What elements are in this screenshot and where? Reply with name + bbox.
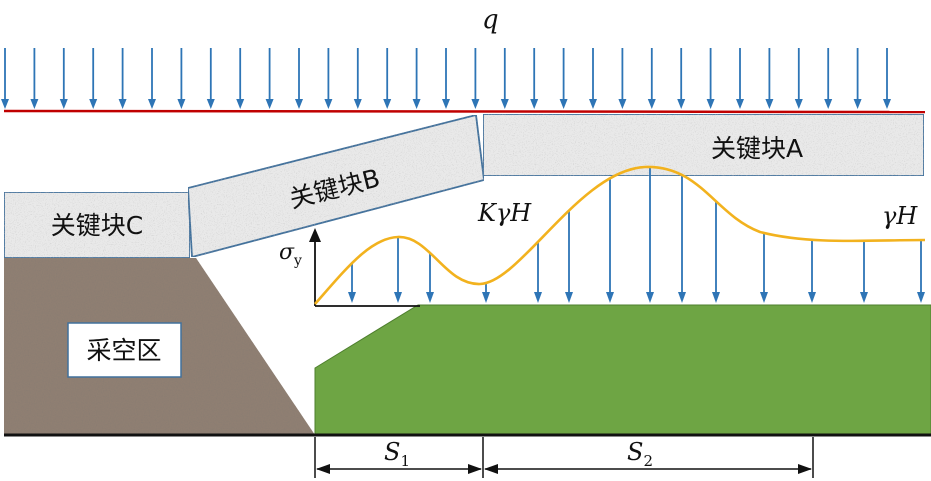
- load-arrow-head: [500, 99, 509, 109]
- peak-label-k: K: [477, 199, 498, 227]
- stress-axis-subscript: y: [293, 253, 302, 269]
- peak-label-gamma: γ: [496, 199, 511, 227]
- coal-seam: [314, 304, 931, 436]
- stress-arrow-head: [760, 292, 768, 303]
- key-block-c-label: 关键块C: [51, 211, 143, 240]
- load-arrow-head: [324, 99, 333, 109]
- load-arrow-head: [589, 99, 597, 109]
- dimension-arrowheads: [316, 464, 812, 474]
- load-arrow-head: [559, 99, 568, 109]
- load-arrow-head: [883, 99, 891, 109]
- load-arrow-head: [794, 99, 803, 109]
- load-arrow-head: [89, 99, 98, 109]
- load-arrow-head: [177, 99, 186, 109]
- s1-main: S: [384, 438, 400, 466]
- load-arrow-head: [30, 99, 39, 109]
- far-field-stress-label: γH: [882, 202, 918, 230]
- stress-arrow-head: [606, 292, 614, 303]
- key-block-a-label: 关键块A: [711, 134, 803, 163]
- load-arrow-head: [295, 99, 303, 109]
- far-label-h: H: [895, 202, 918, 230]
- stress-arrow-head: [860, 292, 868, 303]
- load-label: q: [482, 5, 499, 35]
- load-arrow-head: [442, 99, 450, 109]
- load-arrow-head: [118, 99, 127, 109]
- load-arrow-head: [647, 99, 656, 109]
- s2-sub: 2: [643, 452, 653, 470]
- s1-left-arrowhead: [316, 464, 330, 474]
- dimension-lines: [314, 437, 814, 478]
- load-arrow-head: [824, 99, 833, 109]
- load-arrow-head: [265, 99, 274, 109]
- stress-arrows: [348, 166, 925, 303]
- load-arrow-head: [383, 99, 392, 109]
- load-arrow-head: [618, 99, 627, 109]
- stress-arrow-head: [482, 292, 490, 303]
- s1-label: S1: [384, 438, 410, 470]
- load-arrow-head: [1, 99, 9, 109]
- stress-arrow-head: [646, 292, 654, 303]
- load-arrow-head: [236, 99, 245, 109]
- far-label-gamma: γ: [882, 202, 897, 230]
- peak-label-h: H: [509, 199, 532, 227]
- s2-main: S: [627, 438, 643, 466]
- stress-arrow-head: [808, 292, 816, 303]
- s1-right-arrowhead: [468, 464, 482, 474]
- key-block-b: [187, 113, 485, 259]
- stress-arrow-head: [712, 292, 720, 303]
- stress-arrow-head: [426, 292, 434, 303]
- load-arrow-head: [530, 99, 539, 109]
- load-arrow-head: [412, 99, 421, 109]
- stress-arrow-head: [348, 292, 356, 303]
- stress-arrow-head: [678, 292, 686, 303]
- s2-right-arrowhead: [798, 464, 812, 474]
- load-arrow-head: [471, 99, 480, 109]
- stress-arrow-head: [565, 292, 573, 303]
- load-arrow-head: [59, 99, 68, 109]
- load-arrow-head: [736, 99, 744, 109]
- key-block-a: [482, 113, 925, 177]
- load-reference-line: [3, 109, 926, 114]
- goaf-label-box: [67, 322, 182, 378]
- load-arrow-head: [853, 99, 862, 109]
- load-arrow-head: [765, 99, 774, 109]
- load-arrow-head: [677, 99, 686, 109]
- s2-left-arrowhead: [484, 464, 498, 474]
- stress-arrow-head: [394, 292, 402, 303]
- load-arrow-head: [706, 99, 715, 109]
- s1-sub: 1: [400, 452, 410, 470]
- stress-axis-symbol: σ: [279, 240, 295, 265]
- stress-arrow-head: [534, 292, 542, 303]
- key-block-c: [3, 191, 191, 259]
- peak-stress-label: KγH: [477, 199, 532, 227]
- stress-arrow-head: [917, 292, 925, 303]
- stress-axis-label: σy: [279, 240, 302, 269]
- s2-label: S2: [627, 438, 653, 470]
- goaf-label: 采空区: [86, 336, 161, 365]
- stress-axis-arrowhead: [309, 228, 321, 242]
- load-arrow-head: [206, 99, 215, 109]
- load-arrow-head: [353, 99, 362, 109]
- abutment-stress-curve: [314, 165, 926, 305]
- load-arrow-head: [148, 99, 156, 109]
- uniform-load-arrows: [1, 48, 891, 109]
